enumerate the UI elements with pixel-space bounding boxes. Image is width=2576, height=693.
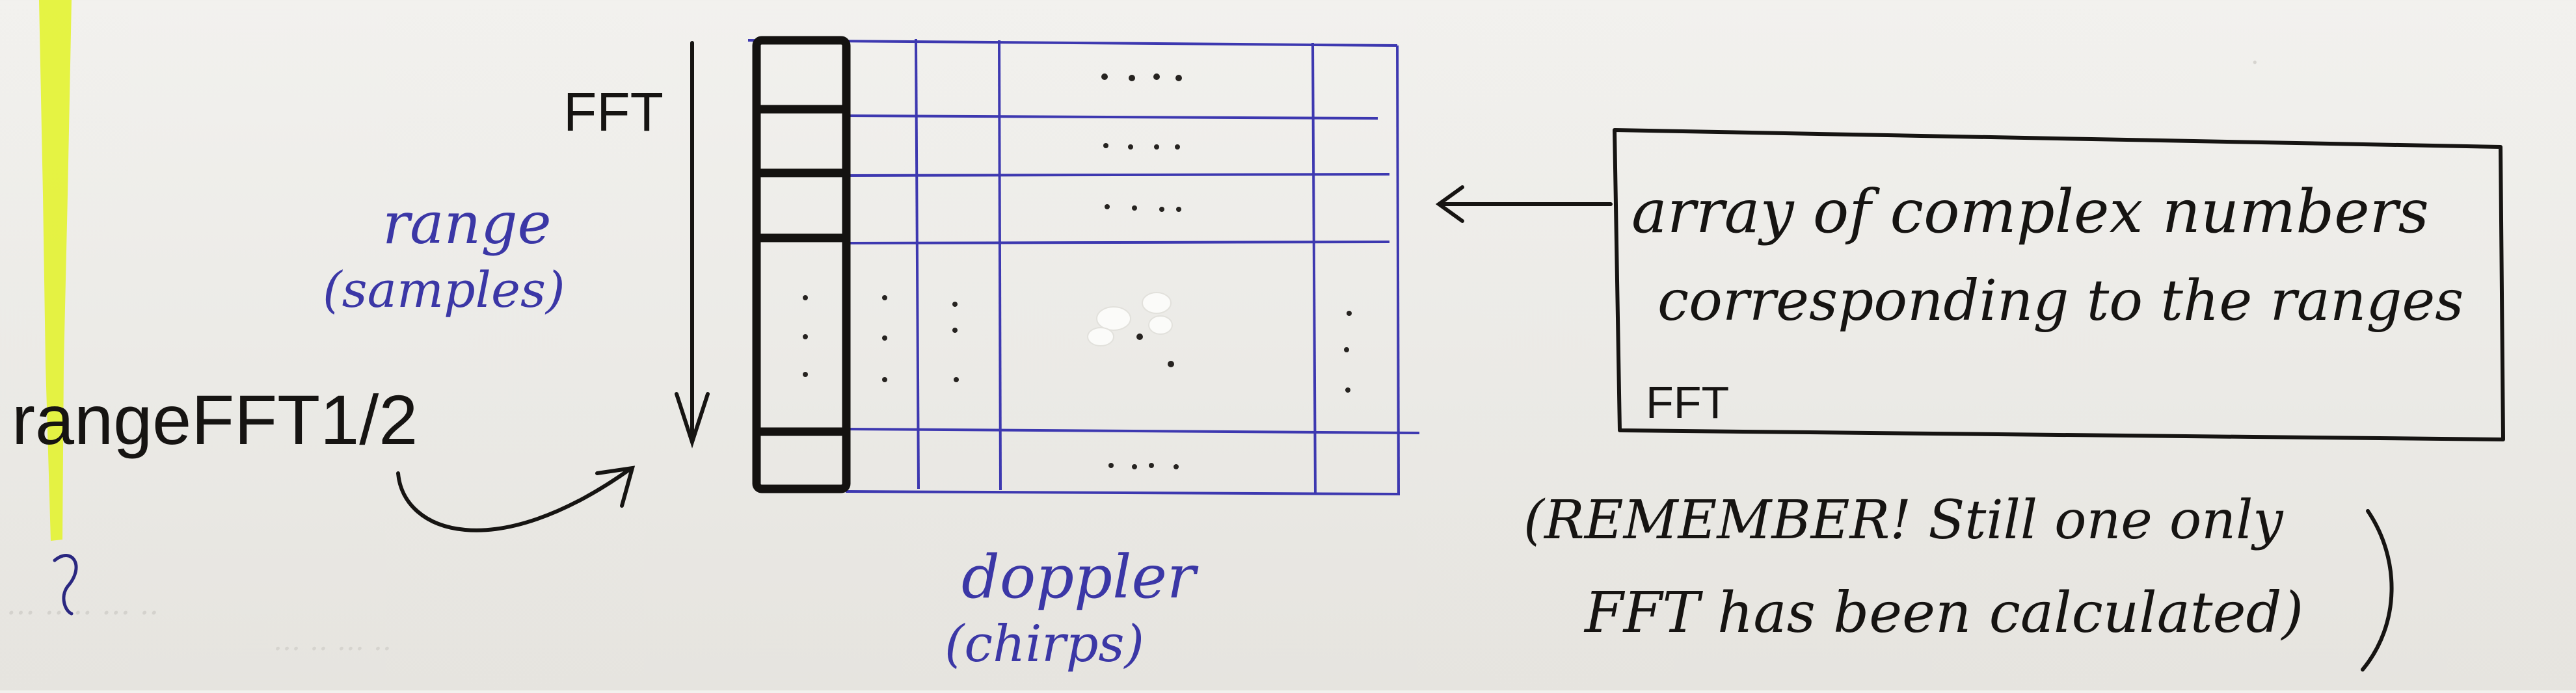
grid-line bbox=[747, 39, 1398, 47]
grid-line bbox=[998, 40, 1002, 491]
reminder-line-2: FFT has been calculated) bbox=[1585, 581, 2304, 646]
ghost-text: ... .. .. ... .. bbox=[7, 586, 159, 621]
ghost-text: · bbox=[2251, 48, 2259, 78]
grid-line bbox=[1311, 42, 1317, 495]
range-title: range bbox=[382, 190, 552, 257]
range-fft-column bbox=[752, 36, 851, 493]
grid-line bbox=[845, 114, 1378, 120]
range-fft-label: rangeFFT1/2 bbox=[12, 380, 418, 459]
doppler-range-grid bbox=[747, 38, 1420, 496]
note-line-1: array of complex numbers bbox=[1631, 177, 2429, 246]
grid-line bbox=[845, 241, 1390, 244]
curved-arrow bbox=[396, 465, 636, 532]
grid-line bbox=[845, 490, 1399, 495]
ghost-text: ... .. ... .. bbox=[273, 624, 392, 657]
fft-direction-arrow bbox=[675, 41, 710, 449]
question-hook bbox=[53, 554, 78, 616]
reminder-line-1: (REMEMBER! Still one only bbox=[1523, 490, 2283, 551]
fft-axis-label: FFT bbox=[563, 81, 664, 142]
grid-line bbox=[915, 38, 920, 490]
range-subtitle: (samples) bbox=[323, 261, 565, 319]
correction-blobs bbox=[1087, 292, 1173, 346]
grid-dots bbox=[803, 73, 1352, 469]
grid-line bbox=[1396, 45, 1400, 496]
note-line-2: corresponding to the ranges bbox=[1657, 268, 2464, 333]
grid-line bbox=[845, 173, 1390, 177]
grid-line bbox=[845, 428, 1420, 434]
doppler-subtitle: (chirps) bbox=[945, 615, 1144, 673]
highlighter-stroke bbox=[39, 0, 72, 541]
note-box-frame bbox=[1613, 128, 2505, 441]
reminder-bracket bbox=[2361, 509, 2394, 672]
note-line-3: FFT bbox=[1646, 377, 1730, 428]
doppler-title: doppler bbox=[961, 542, 1196, 612]
pointer-arrow bbox=[1435, 185, 1613, 223]
